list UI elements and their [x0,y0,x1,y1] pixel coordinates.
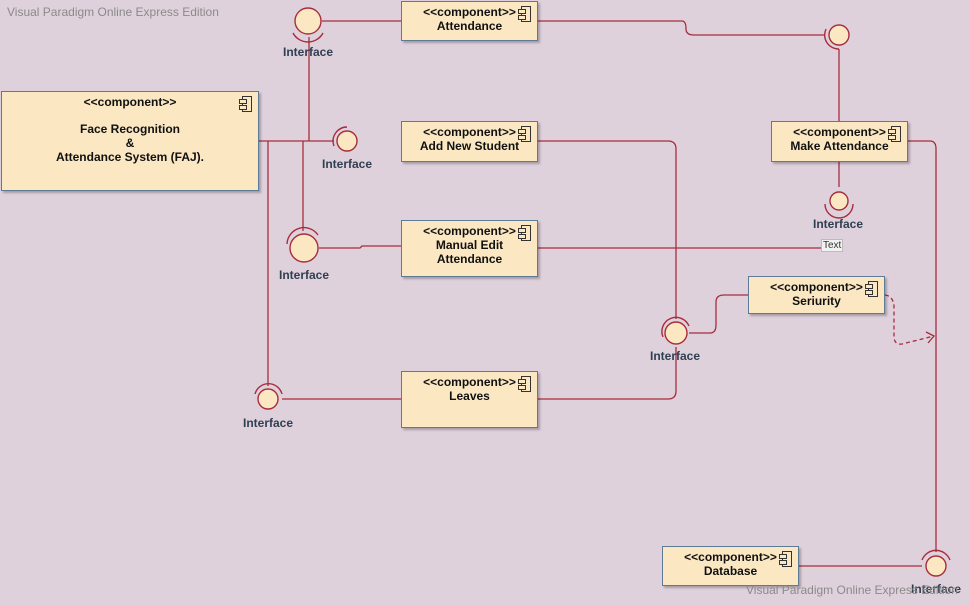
interface-label-make-bottom: Interface [813,217,864,231]
component-name: Add New Student [419,139,520,153]
stereotype-label: <<component>> [793,125,886,139]
stereotype-label: <<component>> [423,5,516,19]
socket-hub [661,316,690,338]
socket-manual [286,226,319,245]
socket-database [921,549,951,561]
interface-label-manual: Interface [279,268,330,282]
interface-label-leaves: Interface [243,416,294,430]
interface-label-hub: Interface [650,349,701,363]
dependency-seriurity [884,294,935,345]
component-name: Attendance [436,19,503,33]
interface-ball-add-student [336,130,358,152]
component-leaves[interactable]: <<component>> Leaves [401,371,538,428]
socket-leaves [254,383,283,395]
connector-hub-seriurity [689,294,749,334]
component-icon [888,126,901,142]
connector-attendance-make [537,20,824,36]
socket-make-top [823,28,840,50]
component-name: Face Recognition & Attendance System (FA… [55,122,205,164]
watermark-bottom: Visual Paradigm Online Express Edition [746,583,958,597]
connector-manual-interface [319,245,402,249]
component-manual-edit-attendance[interactable]: <<component>> Manual Edit Attendance [401,220,538,277]
component-name: Database [703,564,758,578]
interface-label-attendance: Interface [283,45,334,59]
stereotype-label: <<component>> [423,375,516,389]
socket-attendance [292,32,324,43]
component-name: Make Attendance [790,139,889,153]
interface-label-add-student: Interface [322,157,373,171]
stereotype-label: <<component>> [423,224,516,238]
watermark-top: Visual Paradigm Online Express Edition [7,5,219,19]
component-faj[interactable]: <<component>> Face Recognition & Attenda… [1,91,259,191]
stereotype-label: <<component>> [423,125,516,139]
component-icon [518,376,531,392]
component-icon [518,6,531,22]
component-add-new-student[interactable]: <<component>> Add New Student [401,121,538,162]
interface-ball-hub [664,321,688,345]
stereotype-label: <<component>> [83,95,177,109]
component-seriurity[interactable]: <<component>> Seriurity [748,276,885,314]
stereotype-label: <<component>> [770,280,863,294]
connector-make-db-interface [907,140,937,552]
socket-add-student [332,126,348,147]
interface-ball-database [925,555,947,577]
text-note[interactable]: Text [821,239,844,252]
interface-ball-make-top [828,24,850,46]
interface-label-database: Interface [911,582,962,596]
component-icon [518,126,531,142]
dependency-arrowhead [925,331,936,344]
component-name: Leaves [449,389,490,403]
component-icon [779,551,792,567]
interface-ball-attendance [294,7,322,35]
component-name: Seriurity [792,294,841,308]
interface-ball-manual [289,233,319,263]
connector-leaves-hub [537,347,677,400]
component-icon [865,281,878,297]
interface-ball-leaves [257,388,279,410]
connector-add-student [537,140,677,319]
component-attendance[interactable]: <<component>> Attendance [401,1,538,41]
component-database[interactable]: <<component>> Database [662,546,799,586]
interface-ball-make-bottom [829,191,849,211]
component-icon [518,225,531,241]
component-icon [239,96,252,112]
component-make-attendance[interactable]: <<component>> Make Attendance [771,121,908,162]
component-name: Manual Edit Attendance [435,238,504,266]
socket-make-bottom [824,203,854,219]
stereotype-label: <<component>> [684,550,777,564]
